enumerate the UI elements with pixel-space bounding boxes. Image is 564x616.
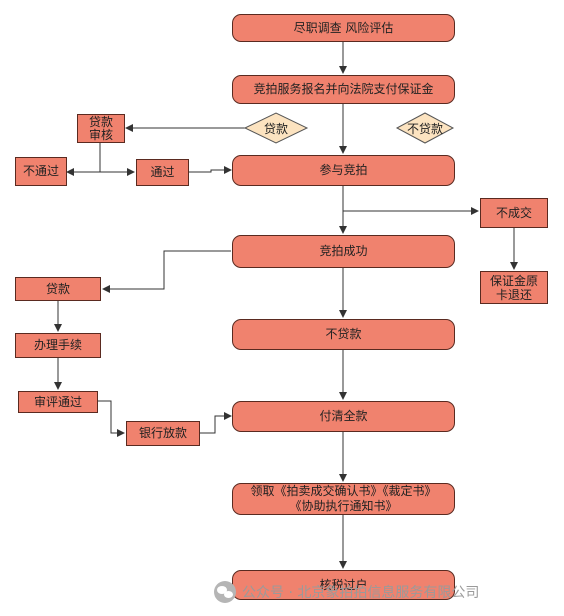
arrow-review-to-bank <box>98 400 125 437</box>
no-loan-diamond-label: 不贷款 <box>406 121 443 136</box>
refund-node: 保证金原 卡退还 <box>480 271 548 304</box>
receive-docs-line-1: 领取《拍卖成交确认书》《裁定书》 <box>250 484 437 498</box>
arrow-bank-to-pay <box>200 412 232 434</box>
no-loan-node: 不贷款 <box>232 319 455 350</box>
win-node: 竞拍成功 <box>232 235 455 268</box>
loan-node: 贷款 <box>15 277 101 301</box>
loan-review-node: 贷款 审核 <box>77 114 125 143</box>
receive-docs-line-2: 《协助执行通知书》 <box>289 499 398 513</box>
watermark-text: 公众号 · 北京象拍拍信息服务有限公司 <box>242 585 480 601</box>
loan-diamond-label: 贷款 <box>263 121 288 136</box>
participate-node: 参与竞拍 <box>232 155 455 186</box>
pay-full-node: 付清全款 <box>232 401 455 432</box>
review-pass-node: 审评通过 <box>18 391 98 413</box>
receive-docs-node: 领取《拍卖成交确认书》《裁定书》 《协助执行通知书》 <box>232 483 455 515</box>
arrow-win-to-loan <box>102 250 231 293</box>
wechat-icon <box>214 581 236 603</box>
register-node: 竞拍服务报名并向法院支付保证金 <box>232 75 455 104</box>
watermark: 公众号 · 北京象拍拍信息服务有限公司 <box>214 580 554 604</box>
no-loan-diamond-shape <box>395 112 455 144</box>
no-deal-node: 不成交 <box>480 198 548 228</box>
due-diligence-node: 尽职调查 风险评估 <box>232 14 455 42</box>
transfer-node: 核税过户 <box>232 570 455 600</box>
pass-node: 通过 <box>136 159 189 186</box>
arrow-participate-to-nodeal <box>342 194 479 215</box>
loan-diamond-shape <box>243 112 309 144</box>
bank-release-node: 银行放款 <box>126 421 200 446</box>
procedures-node: 办理手续 <box>15 333 101 358</box>
arrow-pass-to-participate <box>189 166 232 174</box>
fail-node: 不通过 <box>15 157 67 186</box>
